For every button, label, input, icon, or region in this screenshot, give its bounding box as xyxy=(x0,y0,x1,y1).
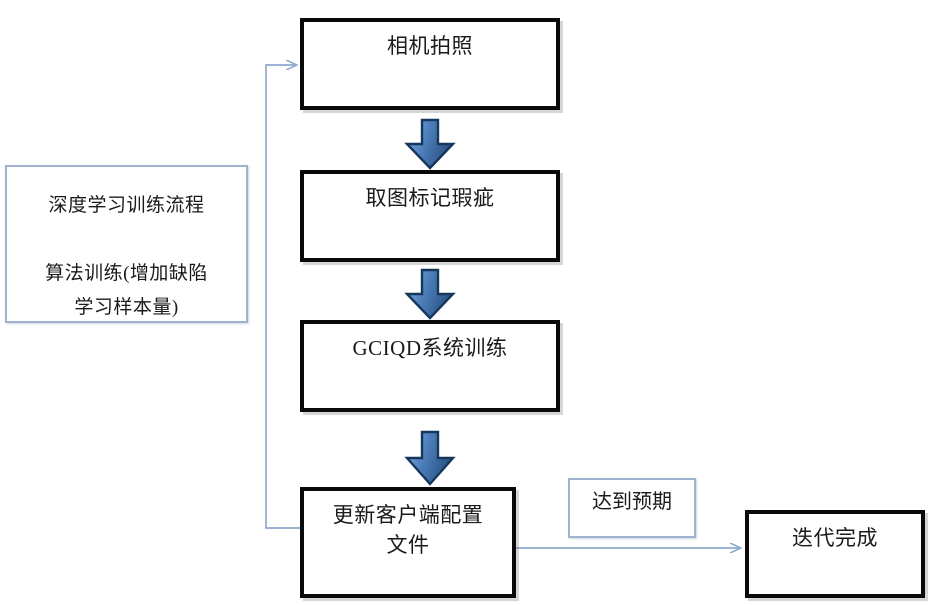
node-gciqd-training[interactable]: GCIQD系统训练 xyxy=(300,320,560,412)
node-iteration-done-label: 迭代完成 xyxy=(792,526,878,550)
node-update-config[interactable]: 更新客户端配置 文件 xyxy=(300,487,516,598)
node-meets-expectation[interactable]: 达到预期 xyxy=(568,478,696,538)
note-panel-text: 深度学习训练流程 算法训练(增加缺陷 学习样本量) xyxy=(45,195,208,318)
node-camera-capture[interactable]: 相机拍照 xyxy=(300,18,560,110)
edge-capture-to-mark-arrow xyxy=(402,118,458,170)
note-panel: 深度学习训练流程 算法训练(增加缺陷 学习样本量) xyxy=(5,165,248,323)
edge-training-to-config-arrow xyxy=(402,430,458,486)
node-mark-defects-label: 取图标记瑕疵 xyxy=(365,186,495,210)
node-gciqd-training-label: GCIQD系统训练 xyxy=(352,336,508,360)
node-camera-capture-label: 相机拍照 xyxy=(387,34,473,58)
node-meets-expectation-label: 达到预期 xyxy=(592,491,672,513)
edge-mark-to-training-arrow xyxy=(402,268,458,320)
edge-config-feedback xyxy=(265,65,300,529)
node-mark-defects[interactable]: 取图标记瑕疵 xyxy=(300,170,560,262)
node-iteration-done[interactable]: 迭代完成 xyxy=(745,510,925,598)
node-update-config-label: 更新客户端配置 文件 xyxy=(332,503,484,557)
